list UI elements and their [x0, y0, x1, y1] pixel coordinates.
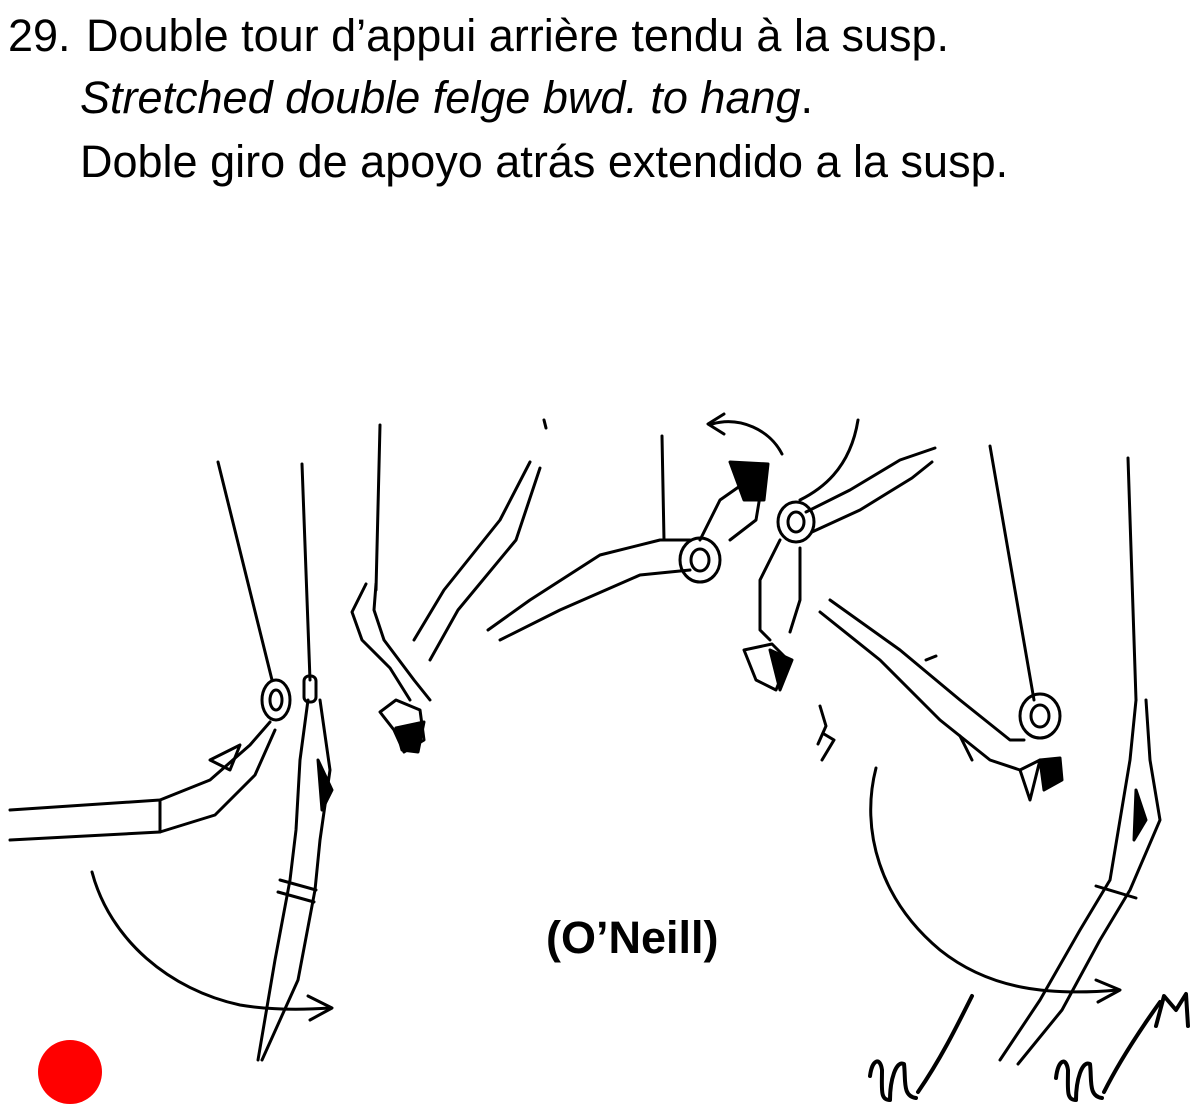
element-number: 29. [8, 10, 71, 61]
figure-4 [486, 412, 784, 642]
title-english-text: Stretched double felge bwd. to hang [80, 72, 801, 123]
difficulty-dot-icon [38, 1040, 102, 1104]
title-french: Double tour d’appui arrière tendu à la s… [86, 10, 950, 61]
figure-6 [818, 444, 1138, 802]
rotation-arrow-icon [90, 870, 334, 1022]
title-english: Stretched double felge bwd. to hang. [80, 72, 813, 124]
figure-7 [998, 698, 1162, 1066]
figure-5 [742, 418, 937, 762]
element-name: (O’Neill) [546, 912, 719, 963]
title-spanish: Doble giro de apoyo atrás extendido a la… [80, 136, 1009, 187]
figure-1 [8, 460, 318, 842]
title-english-period: . [800, 72, 814, 123]
figure-2 [256, 698, 334, 1062]
handwritten-symbol-icon [868, 992, 1190, 1102]
figure-3 [350, 418, 548, 754]
rotation-arrow-icon [869, 766, 1122, 1004]
